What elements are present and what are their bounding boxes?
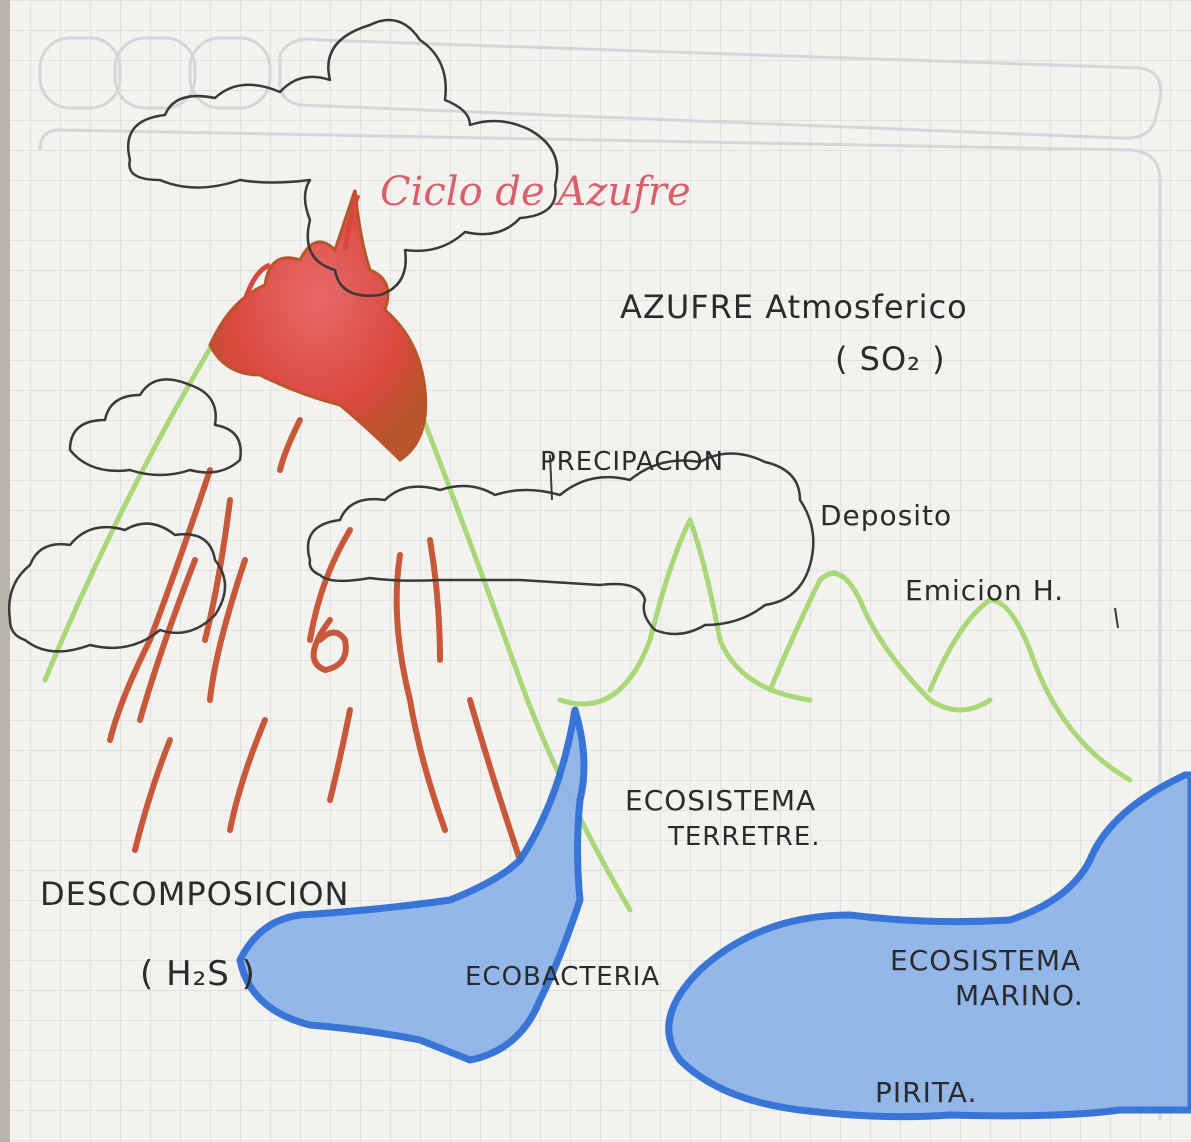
label-h2s: ( H₂S ) (140, 954, 256, 994)
label-marine-ecosystem: ECOSISTEMA (890, 944, 1081, 977)
label-atmospheric-sulfur: AZUFRE Atmosferico (620, 288, 968, 326)
page-edge (0, 0, 10, 1142)
label-so2: ( SO₂ ) (835, 340, 946, 378)
label-terrestrial-ecosystem: ECOSISTEMA (625, 784, 816, 817)
label-ecobacteria: ECOBACTERIA (465, 962, 660, 992)
label-marine-ecosystem-2: MARINO. (955, 979, 1084, 1012)
diagram-title: Ciclo de Azufre (380, 169, 691, 215)
label-deposit: Deposito (820, 499, 952, 532)
label-emission: Emicion H. (905, 574, 1064, 607)
label-precipitation: PRECIPACION (540, 447, 724, 477)
label-pyrite: PIRITA. (875, 1076, 977, 1109)
label-decomposition: DESCOMPOSICION (40, 875, 349, 913)
label-terrestrial-ecosystem-2: TERRETRE. (667, 822, 821, 852)
